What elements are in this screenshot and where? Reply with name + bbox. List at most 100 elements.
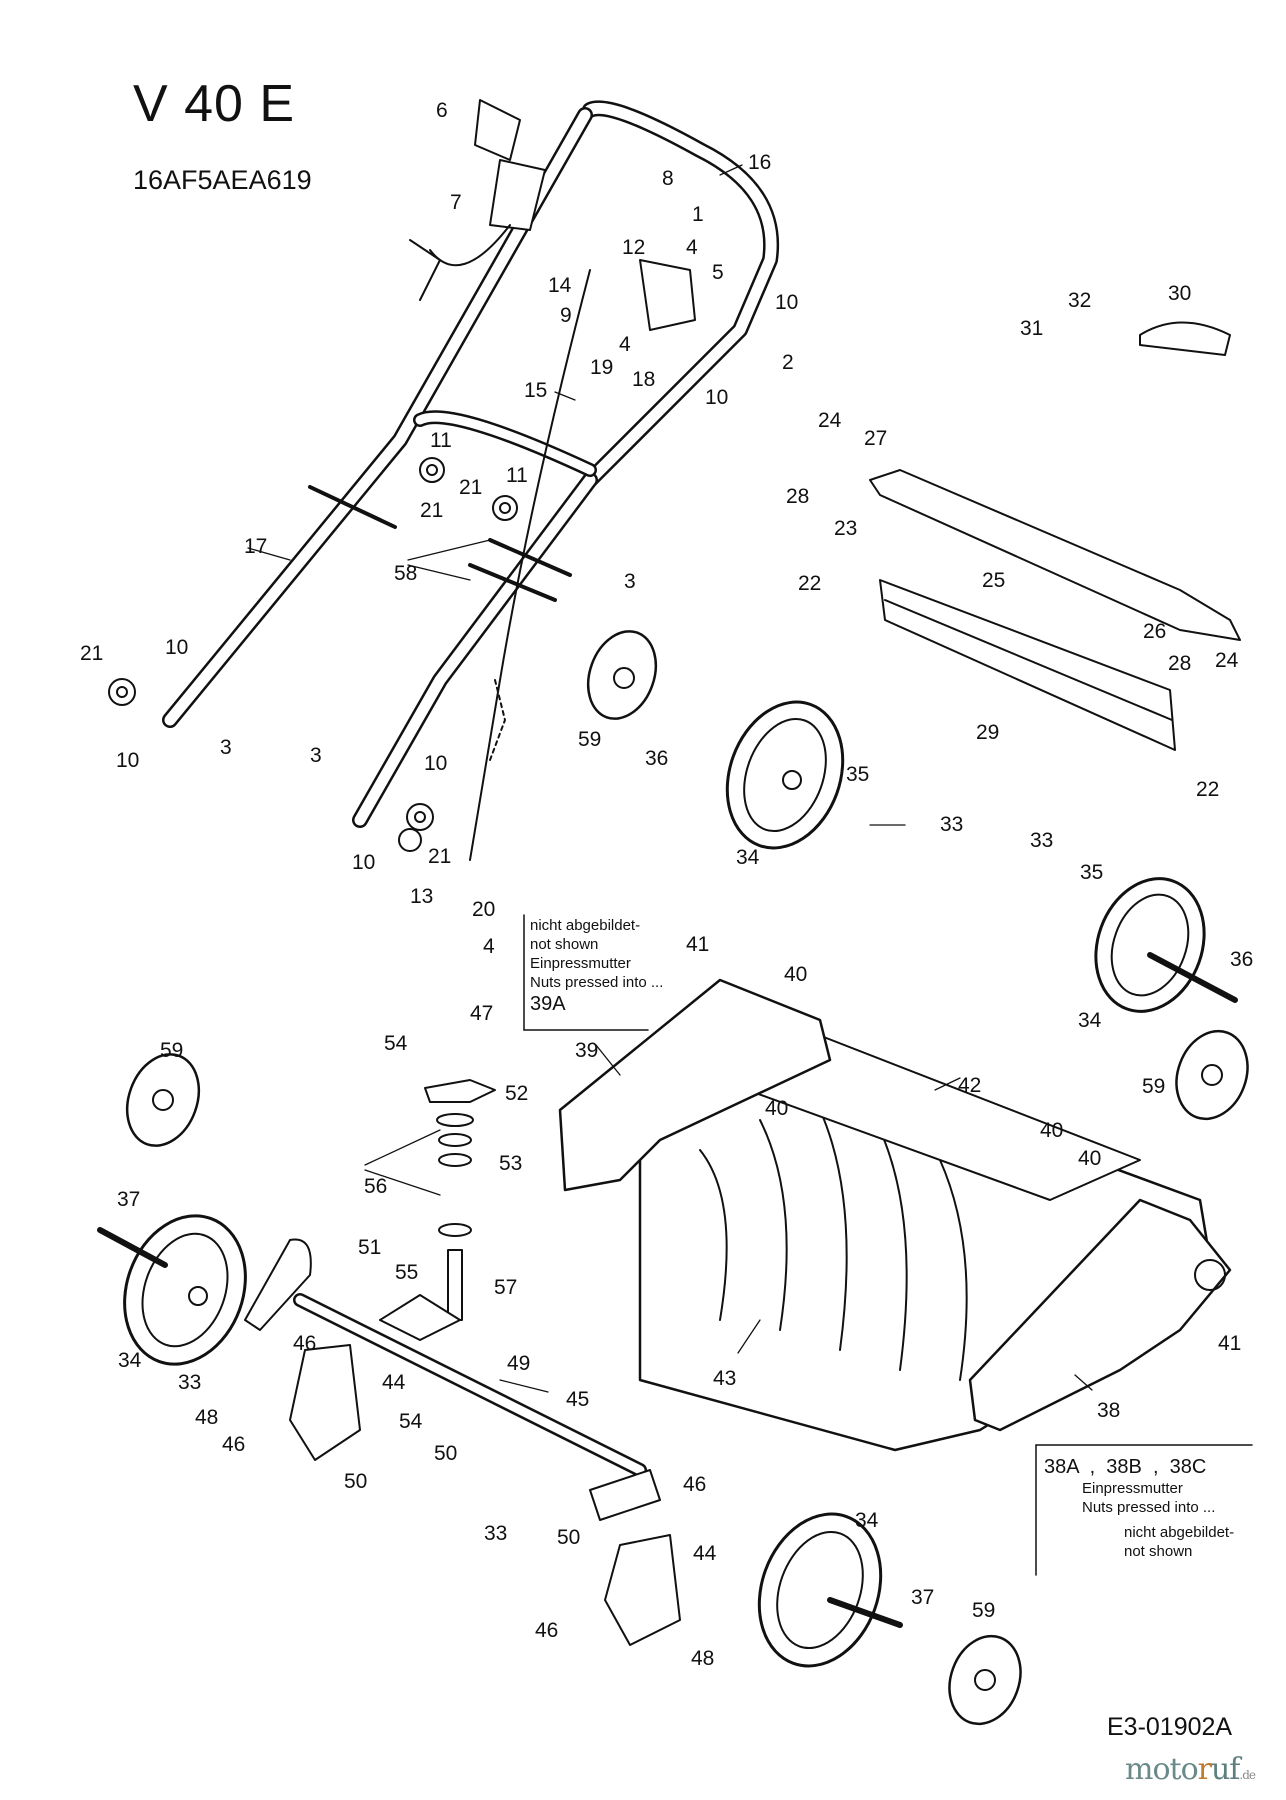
- callout-label: 10: [424, 752, 448, 775]
- callout-label: 7: [450, 191, 462, 214]
- leader-lines: [247, 164, 1093, 1393]
- callout-label: 33: [484, 1522, 508, 1545]
- callout-label: 11: [430, 429, 452, 452]
- bracket-44-left: [289, 1344, 361, 1461]
- bag-handle: [1139, 321, 1231, 356]
- cable: [469, 269, 591, 861]
- callout-label: 50: [344, 1470, 368, 1493]
- callout-label: 33: [178, 1371, 202, 1394]
- brand-part: moto: [1125, 1752, 1199, 1787]
- callout-label: 35: [1080, 861, 1104, 884]
- callout-label: 15: [524, 379, 548, 402]
- flap-25: [869, 469, 1241, 641]
- callout-label: 44: [382, 1371, 406, 1394]
- callout-label: 13: [410, 885, 434, 908]
- callout-label: 10: [165, 636, 189, 659]
- callout-label: 39: [575, 1039, 599, 1062]
- callout-label: 9: [560, 304, 572, 327]
- note-line: nicht abgebildet-: [530, 917, 641, 934]
- callout-label: 46: [222, 1433, 246, 1456]
- callout-label: 16: [748, 151, 772, 174]
- callout-label: 59: [1142, 1075, 1166, 1098]
- callout-label: 33: [940, 813, 964, 836]
- callout-label: 46: [293, 1332, 317, 1355]
- callout-label: 30: [1168, 282, 1192, 305]
- frame-39: [558, 978, 832, 1192]
- hubcap-59-right: [1175, 1029, 1249, 1121]
- callout-label: 37: [117, 1188, 141, 1211]
- callout-label: 34: [1078, 1009, 1102, 1032]
- callout-label: 17: [244, 535, 268, 558]
- callout-label: 26: [1143, 620, 1167, 643]
- hubcap-59-bottom: [948, 1634, 1022, 1726]
- height-adjust: [424, 1079, 496, 1321]
- callout-label: 56: [364, 1175, 388, 1198]
- callout-label: 42: [958, 1074, 982, 1097]
- callout-label: 46: [535, 1619, 559, 1642]
- callout-label: 25: [982, 569, 1006, 592]
- note-line: Nuts pressed into ...: [530, 974, 664, 991]
- note-refs: 38A , 38B , 38C: [1044, 1456, 1207, 1478]
- callout-label: 12: [622, 236, 646, 259]
- wheel-34-right: [1094, 877, 1238, 1013]
- handle-cross-bar: [413, 410, 597, 477]
- note-line: Nuts pressed into ...: [1082, 1499, 1216, 1516]
- callout-label: 41: [686, 933, 710, 956]
- callout-label: 33: [1030, 829, 1054, 852]
- callout-label: 20: [472, 898, 496, 921]
- note-line: Einpressmutter: [1082, 1480, 1183, 1497]
- callout-label: 11: [506, 464, 528, 487]
- brand-part: r: [1197, 1752, 1212, 1787]
- callout-label: 57: [494, 1276, 518, 1299]
- callout-label: 50: [434, 1442, 458, 1465]
- callout-label: 59: [160, 1039, 184, 1062]
- brand-part: uf: [1210, 1752, 1240, 1787]
- callout-label: 40: [1078, 1147, 1102, 1170]
- brand-part: .de: [1239, 1768, 1256, 1782]
- callout-label: 4: [686, 236, 698, 259]
- callout-label: 4: [483, 935, 495, 958]
- callout-label: 34: [736, 846, 760, 869]
- callout-label: 36: [1230, 948, 1254, 971]
- callout-label: 41: [1218, 1332, 1242, 1355]
- callout-label: 34: [855, 1509, 879, 1532]
- model-number: 16AF5AEA619: [133, 165, 312, 195]
- callout-label: 21: [420, 499, 444, 522]
- callout-label: 40: [1040, 1119, 1064, 1142]
- callout-label: 29: [976, 721, 1000, 744]
- callout-label: 49: [507, 1352, 531, 1375]
- handle-tube-right: [352, 472, 598, 828]
- callout-label: 32: [1068, 289, 1092, 312]
- callout-label: 55: [395, 1261, 419, 1284]
- callout-label: 43: [713, 1367, 737, 1390]
- note-39a: nicht abgebildet- not shown Einpressmutt…: [530, 916, 663, 1016]
- callout-label: 14: [548, 274, 572, 297]
- callout-label: 6: [436, 99, 448, 122]
- wheel-34-left: [97, 1214, 247, 1366]
- callout-label: 50: [557, 1526, 581, 1549]
- bracket-44-right: [604, 1534, 681, 1646]
- callout-label: 59: [972, 1599, 996, 1622]
- note-ref: 39A: [530, 993, 566, 1015]
- callout-label: 35: [846, 763, 870, 786]
- callout-label: 28: [1168, 652, 1192, 675]
- callout-label: 4: [619, 333, 631, 356]
- hubcap-59-left: [125, 1053, 201, 1147]
- callout-label: 22: [798, 572, 822, 595]
- callout-label: 54: [384, 1032, 408, 1055]
- note-line: not shown: [530, 936, 599, 953]
- callout-label: 34: [118, 1349, 142, 1372]
- frame-38: [968, 1198, 1232, 1432]
- wheel-34-bottom: [757, 1512, 903, 1668]
- document-id: E3-01902A: [1107, 1713, 1233, 1741]
- callout-label: 45: [566, 1388, 590, 1411]
- callout-label: 52: [505, 1082, 529, 1105]
- callout-label: 53: [499, 1152, 523, 1175]
- callout-label: 37: [911, 1586, 935, 1609]
- callout-label: 59: [578, 728, 602, 751]
- upper-handle-bar: [582, 100, 780, 488]
- callout-label: 48: [195, 1406, 219, 1429]
- callout-label: 1: [692, 203, 704, 226]
